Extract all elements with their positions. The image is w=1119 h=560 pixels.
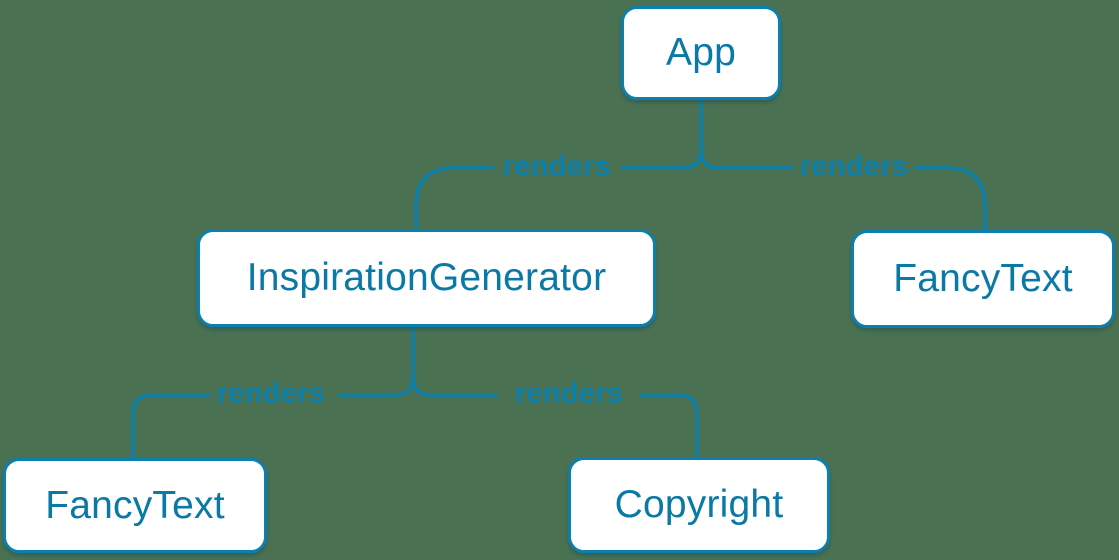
node-fancy-text-bottom-label: FancyText (45, 483, 225, 527)
node-fancy-text-top: FancyText (851, 230, 1115, 328)
node-app-label: App (666, 31, 736, 74)
edge-label-inspirationgenerator-copyright: renders (514, 377, 624, 410)
edge-app-fancytext-a (699, 148, 794, 170)
edge-app-inspirationgenerator-b (414, 166, 495, 231)
edge-app-fancytext-b (914, 166, 987, 232)
node-copyright: Copyright (568, 457, 830, 553)
edge-app-inspirationgenerator-a (620, 98, 703, 170)
node-fancy-text-bottom: FancyText (3, 458, 267, 553)
edge-inspirationgenerator-fancytext-b (131, 393, 211, 460)
node-inspiration-generator-label: InspirationGenerator (246, 256, 607, 299)
node-inspiration-generator: InspirationGenerator (197, 229, 656, 327)
node-app: App (621, 6, 781, 100)
edge-inspirationgenerator-copyright-b (639, 393, 699, 459)
edge-label-app-fancytext: renders (799, 150, 909, 183)
edge-label-app-inspirationgenerator: renders (502, 150, 612, 183)
edge-label-inspirationgenerator-fancytext: renders (216, 377, 326, 410)
node-copyright-label: Copyright (614, 483, 784, 526)
edge-inspirationgenerator-copyright-a (411, 375, 498, 397)
edge-inspirationgenerator-fancytext-a (338, 327, 415, 397)
node-fancy-text-top-label: FancyText (893, 257, 1073, 300)
